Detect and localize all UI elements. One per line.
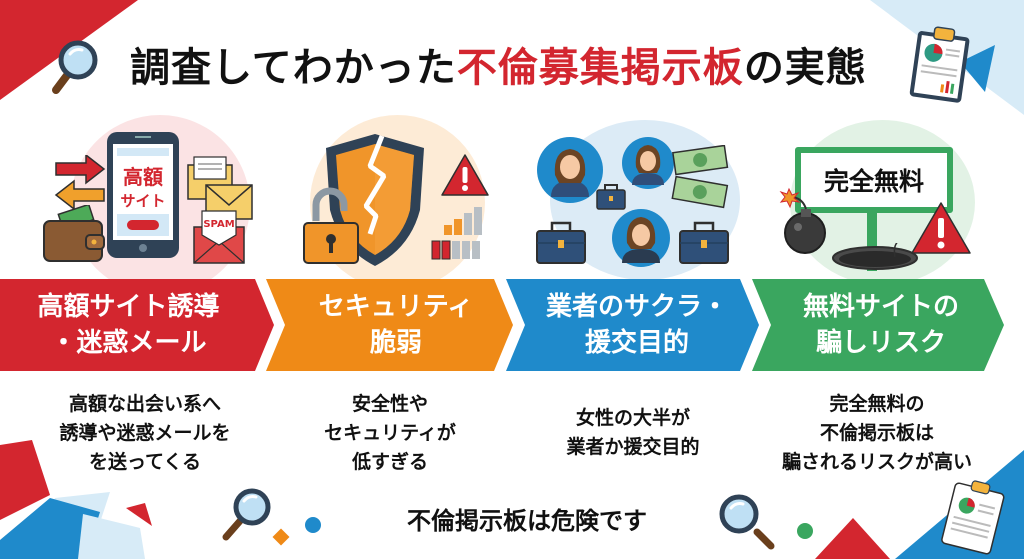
- banner-line1: セキュリティ: [318, 292, 474, 322]
- briefcase-icon: [596, 184, 626, 210]
- weak-signal-bars-icon: [431, 207, 482, 260]
- clipboard-report-icon: [909, 26, 970, 103]
- description-line: 不倫掲示板は: [819, 422, 934, 444]
- envelope-icon: [187, 156, 253, 220]
- description-line: 女性の大半が: [575, 407, 690, 429]
- businesswoman-avatar-icon: [537, 137, 603, 203]
- description-sakura: 女性の大半が 業者か援交目的: [508, 404, 758, 462]
- description-line: 業者か援交目的: [566, 436, 700, 458]
- banner-shape: [752, 279, 1004, 371]
- description-line: 低すぎる: [351, 451, 428, 473]
- banner-high-price: 高額サイト誘導 ・迷惑メール: [0, 277, 275, 373]
- illustration-security: [280, 115, 520, 290]
- banner-shape: [506, 279, 759, 371]
- description-free-scam: 完全無料の 不倫掲示板は 騙されるリスクが高い: [752, 390, 1002, 477]
- magnifier-icon: [52, 40, 98, 94]
- description-line: 誘導や迷惑メールを: [59, 422, 231, 444]
- unlocked-padlock-icon: [303, 187, 359, 264]
- sign-text: 完全無料: [823, 167, 924, 196]
- spam-label: SPAM: [203, 219, 234, 230]
- description-line: セキュリティが: [324, 422, 456, 444]
- banner-line2: ・迷惑メール: [50, 328, 207, 358]
- sign-post: [867, 213, 877, 271]
- pitfall-hole-icon: [832, 243, 918, 270]
- title-highlight: 不倫募集掲示板: [456, 45, 744, 91]
- banner-line2: 騙しリスク: [815, 328, 946, 358]
- banner-line1: 無料サイトの: [802, 292, 959, 322]
- banner-shape: [266, 279, 513, 371]
- description-security: 安全性や セキュリティが 低すぎる: [265, 390, 515, 477]
- description-line: 完全無料の: [829, 393, 925, 415]
- banner-line2: 脆弱: [369, 328, 422, 358]
- description-line: を送ってくる: [88, 451, 202, 473]
- banner-line2: 援交目的: [584, 328, 689, 358]
- description-line: 安全性や: [351, 393, 428, 415]
- description-line: 騙されるリスクが高い: [781, 451, 972, 473]
- magnifier-icon: [719, 494, 775, 550]
- warning-icon: [441, 154, 489, 196]
- arrows-icon: [54, 155, 106, 211]
- warning-icon: [911, 202, 971, 254]
- banner-security: セキュリティ 脆弱: [264, 277, 514, 373]
- banner-shape: [0, 279, 274, 371]
- signboard-icon: 完全無料: [795, 147, 953, 213]
- title-suffix: の実態: [743, 45, 867, 91]
- illustration-free-scam: 完全無料: [770, 120, 1010, 285]
- title-prefix: 調査してわかった: [130, 45, 457, 91]
- description-line: 高額な出会い系へ: [68, 393, 221, 415]
- page-title: 調査してわかった不倫募集掲示板の実態: [130, 38, 910, 98]
- banknote-icon: [671, 145, 729, 209]
- banner-free-scam: 無料サイトの 騙しリスク: [750, 277, 1006, 373]
- magnifier-icon: [222, 488, 271, 541]
- illustration-high-price: 高額 サイト SPAM: [30, 115, 270, 295]
- businesswoman-avatar-icon: [612, 209, 670, 267]
- phone-screen-line2: サイト: [120, 192, 165, 210]
- businesswoman-avatar-icon: [622, 137, 674, 189]
- phone-screen-line1: 高額: [123, 165, 163, 189]
- briefcase-icon: [679, 221, 729, 264]
- bomb-icon: [779, 187, 826, 254]
- wallet-icon: [43, 205, 105, 262]
- footer-warning: 不倫掲示板は危険です: [407, 507, 647, 535]
- clipboard-report-icon: [941, 480, 1005, 555]
- smartphone-icon: 高額 サイト: [107, 132, 179, 258]
- description-high-price: 高額な出会い系へ 誘導や迷惑メールを を送ってくる: [20, 390, 270, 477]
- spam-mail-icon: SPAM: [193, 210, 245, 264]
- banner-line1: 高額サイト誘導: [37, 292, 220, 322]
- banner-line1: 業者のサクラ・: [545, 292, 728, 322]
- illustration-sakura: [530, 120, 770, 280]
- banner-sakura: 業者のサクラ・ 援交目的: [504, 277, 760, 373]
- briefcase-icon: [536, 221, 586, 264]
